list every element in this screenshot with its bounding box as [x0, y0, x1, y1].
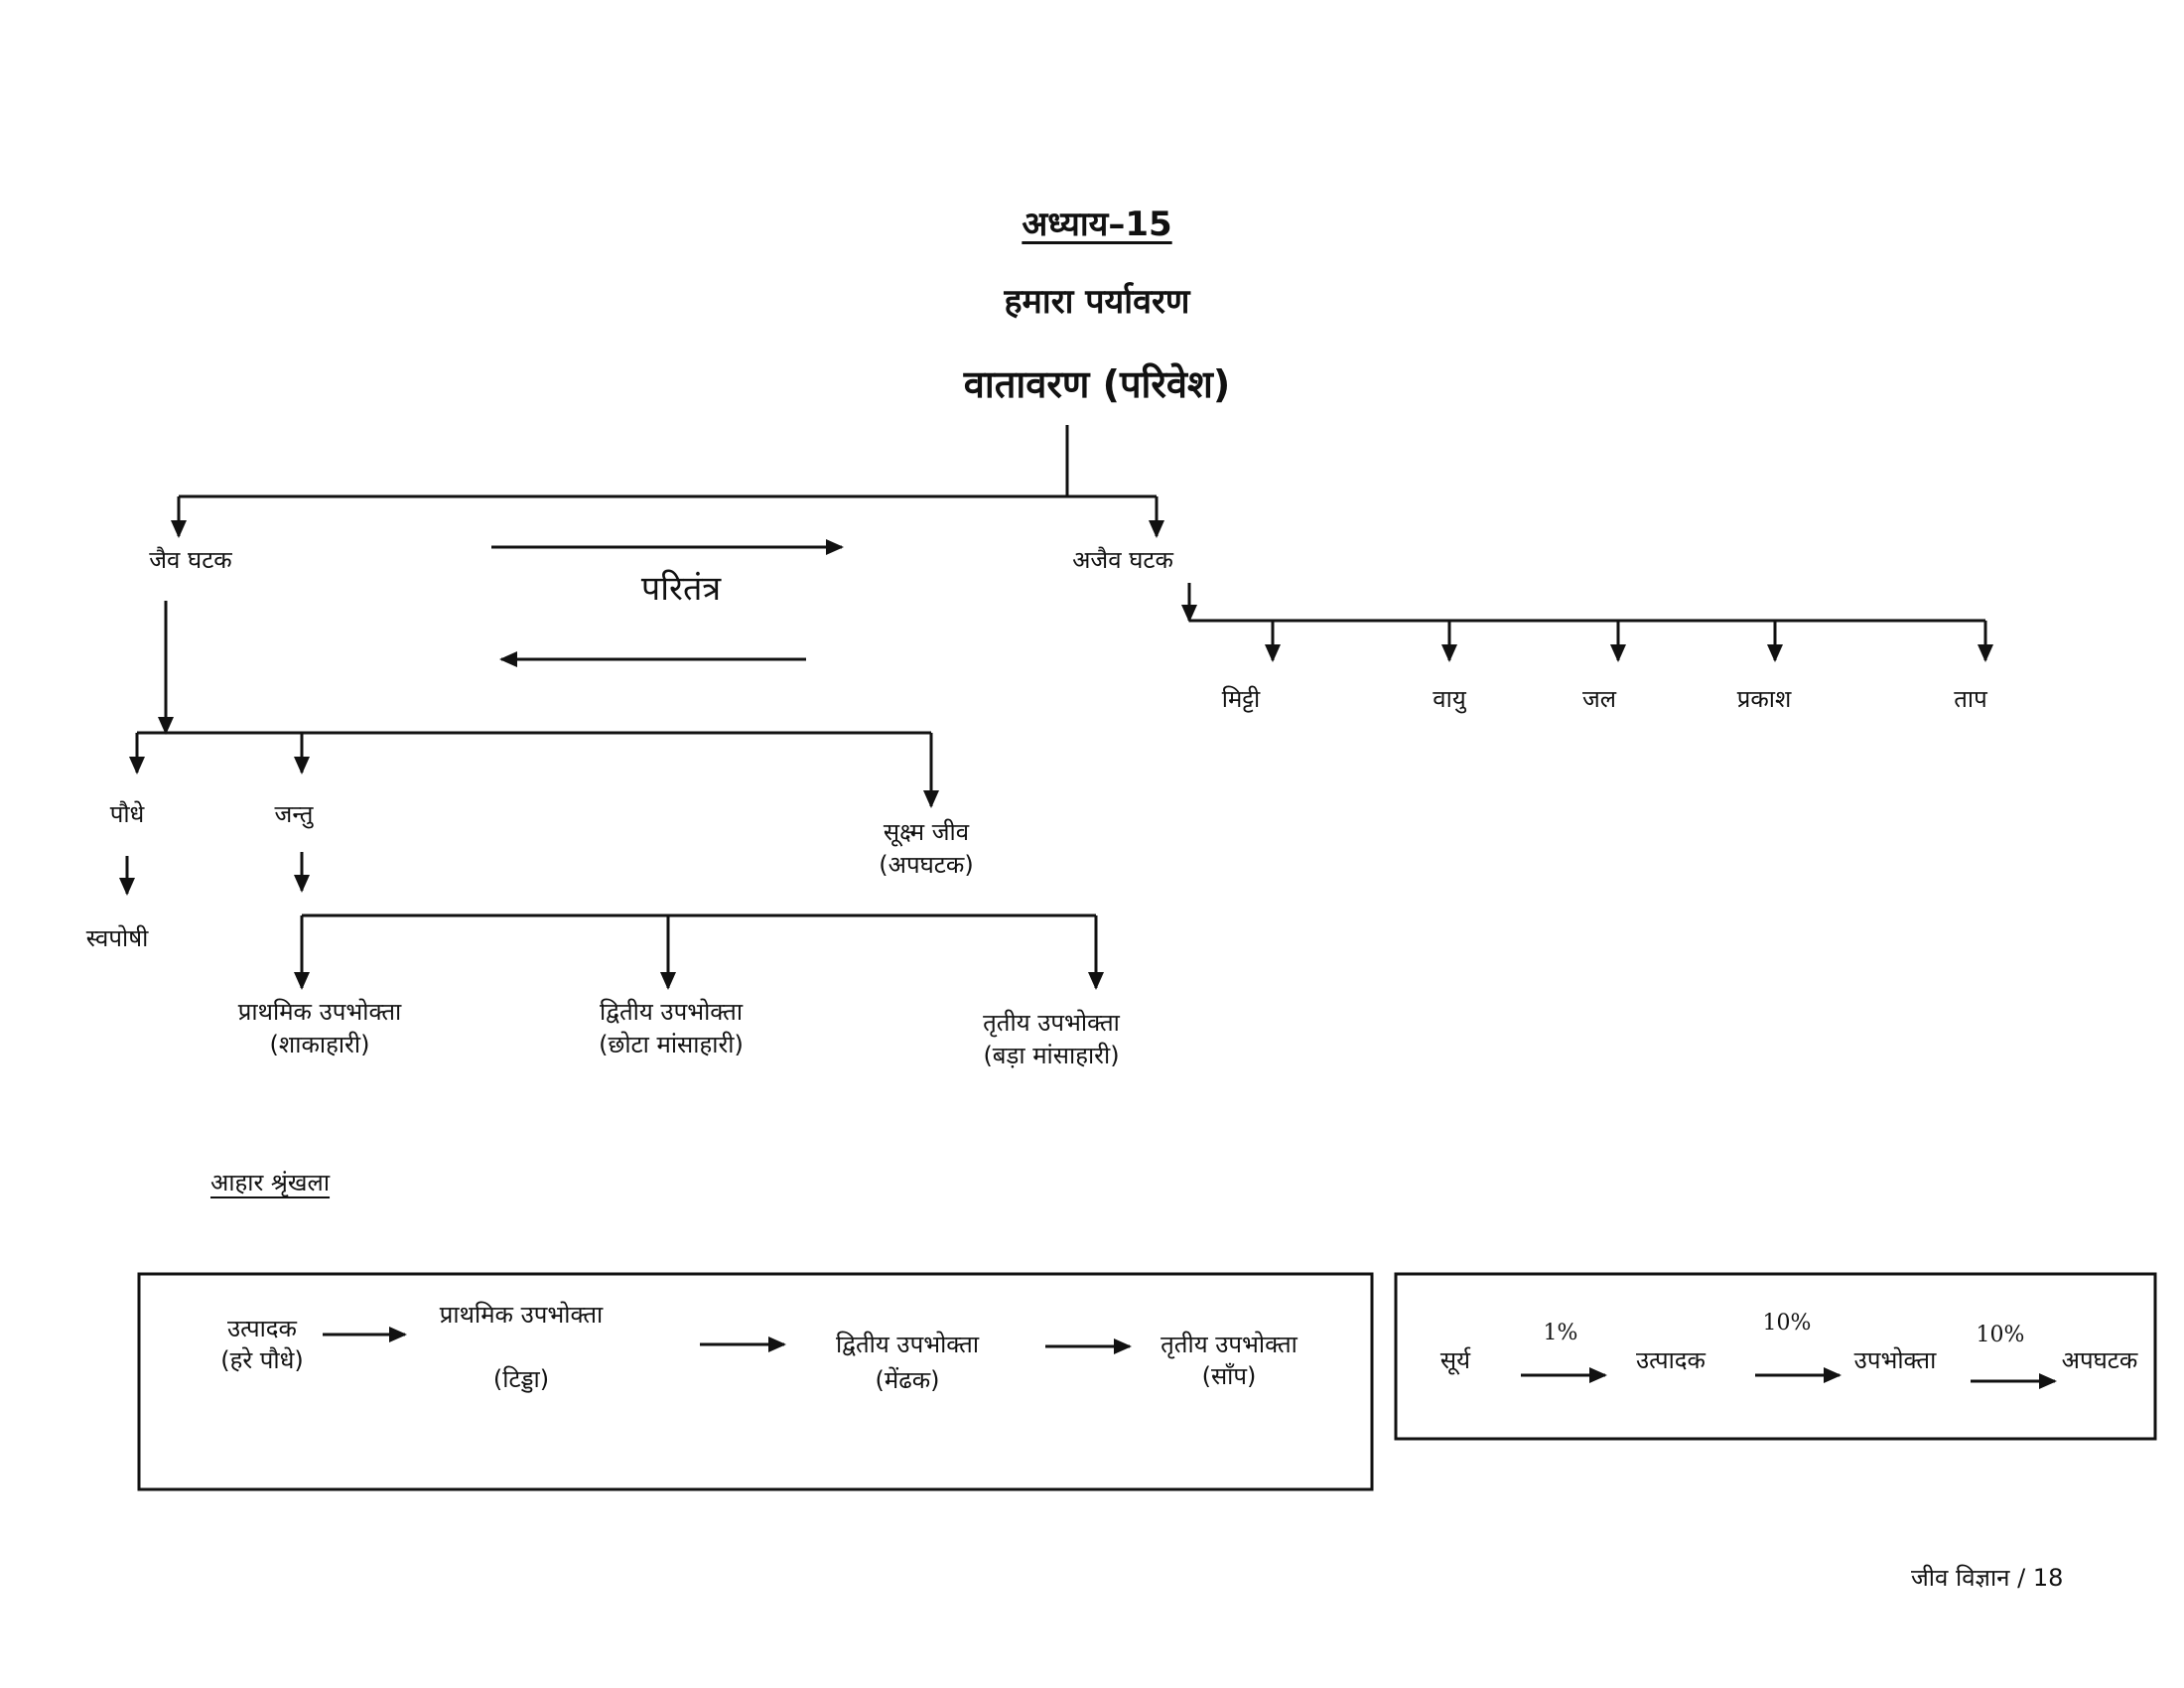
chain-tertiary-example: (साँप)	[1201, 1362, 1257, 1390]
consumer-secondary-type: (छोटा मांसाहारी)	[599, 1031, 744, 1058]
biotic-animals: जन्तु	[274, 800, 314, 828]
chain-primary: प्राथमिक उपभोक्ता	[439, 1301, 604, 1329]
page-footer: जीव विज्ञान / 18	[1911, 1564, 2064, 1592]
node-abiotic: अजैव घटक	[1072, 546, 1173, 574]
node-ecosystem: परितंत्र	[640, 569, 722, 609]
chain-producer-example: (हरे पौधे)	[220, 1346, 304, 1374]
chapter-heading: अध्याय–15	[1022, 205, 1172, 244]
abiotic-water: जल	[1581, 685, 1617, 713]
chain-tertiary: तृतीय उपभोक्ता	[1160, 1331, 1297, 1358]
page-title: हमारा पर्यावरण	[1004, 282, 1190, 322]
abiotic-heat: ताप	[1954, 685, 1987, 713]
node-biotic: जैव घटक	[149, 546, 232, 574]
energy-pct-3: 10%	[1976, 1323, 2025, 1347]
root-node: वातावरण (परिवेश)	[963, 362, 1231, 406]
abiotic-soil: मिट्टी	[1221, 685, 1261, 713]
consumer-tertiary-type: (बड़ा मांसाहारी)	[983, 1042, 1120, 1069]
chain-producer: उत्पादक	[227, 1315, 297, 1342]
consumer-primary-type: (शाकाहारी)	[269, 1031, 370, 1058]
energy-pct-1: 1%	[1543, 1321, 1578, 1345]
abiotic-light: प्रकाश	[1736, 685, 1792, 713]
chain-secondary-example: (मेंढक)	[875, 1366, 940, 1394]
biotic-microbes: सूक्ष्म जीव	[883, 818, 970, 846]
energy-pct-2: 10%	[1762, 1311, 1812, 1336]
chain-primary-example: (टिड्डा)	[492, 1365, 550, 1393]
energy-consumer: उपभोक्ता	[1853, 1346, 1937, 1374]
consumer-tertiary: तृतीय उपभोक्ता	[983, 1009, 1120, 1037]
abiotic-air: वायु	[1433, 685, 1466, 713]
energy-sun: सूर्य	[1439, 1346, 1471, 1374]
consumer-secondary: द्वितीय उपभोक्ता	[599, 998, 744, 1026]
food-chain-heading: आहार श्रृंखला	[210, 1169, 331, 1196]
biotic-microbes-role: (अपघटक)	[879, 851, 974, 879]
biotic-plants: पौधे	[109, 800, 145, 828]
node-autotroph: स्वपोषी	[85, 924, 149, 952]
chain-secondary: द्वितीय उपभोक्ता	[835, 1331, 980, 1358]
food-chain-box-1	[137, 1272, 1374, 1491]
energy-flow-box	[1394, 1272, 2157, 1441]
energy-decomposer: अपघटक	[2061, 1346, 2138, 1374]
consumer-primary: प्राथमिक उपभोक्ता	[237, 998, 402, 1026]
energy-producer: उत्पादक	[1636, 1346, 1706, 1374]
